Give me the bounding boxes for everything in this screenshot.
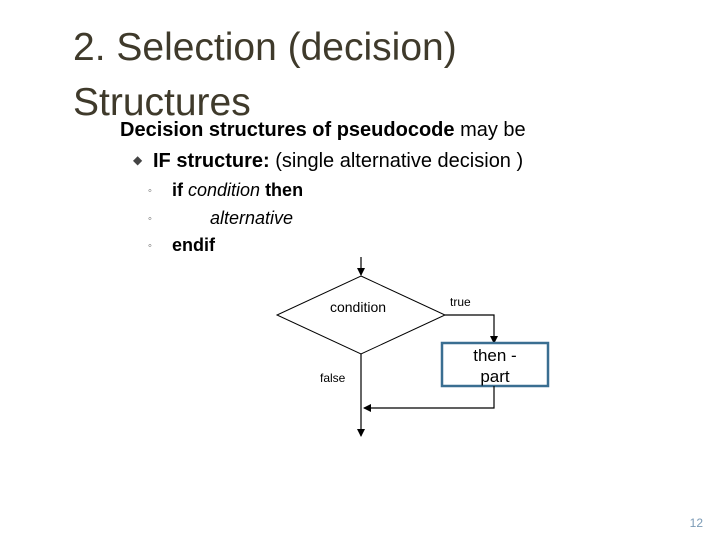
false-label: false [320,371,346,385]
circle-bullet-icon: ◦ [148,185,152,197]
pseudocode-endif-keyword: endif [172,235,215,255]
slide-title-line-1: 2. Selection (decision) [73,26,457,69]
if-structure-line: ◆ IF structure: (single alternative decis… [133,150,523,173]
pseudocode-line-if: ◦ if condition then [148,180,303,201]
pseudocode-condition: condition [188,180,261,200]
then-part-label-line-2: part [480,367,510,386]
if-structure-bold-text: IF structure: [153,150,270,172]
condition-label: condition [330,299,386,315]
decision-diamond [275,275,447,355]
true-label: true [450,295,471,309]
circle-bullet-icon: ◦ [148,240,152,252]
if-structure-rest-text: (single alternative decision ) [275,150,524,172]
slide-title: 2. Selection (decision) Structures [73,20,673,130]
true-branch-line [445,314,498,344]
then-part-label-line-1: then - [473,346,516,365]
intro-line: Decision structures of pseudocode may be [120,119,526,142]
slide-title-line-2: Structures [73,81,251,124]
pseudocode-then-keyword: then [260,180,304,200]
intro-bold-text: Decision structures of pseudocode [120,119,455,141]
pseudocode-line-endif: ◦ endif [148,235,215,256]
pseudocode-alternative: alternative [210,208,294,228]
then-part-box [440,341,550,388]
merge-line [363,386,495,412]
page-number: 12 [689,516,703,530]
intro-rest-text: may be [454,119,526,141]
pseudocode-if-keyword: if [172,180,188,200]
pseudocode-line-alternative: ◦ alternative [148,208,293,229]
circle-bullet-icon: ◦ [148,213,152,225]
bullet-icon: ◆ [133,153,143,167]
